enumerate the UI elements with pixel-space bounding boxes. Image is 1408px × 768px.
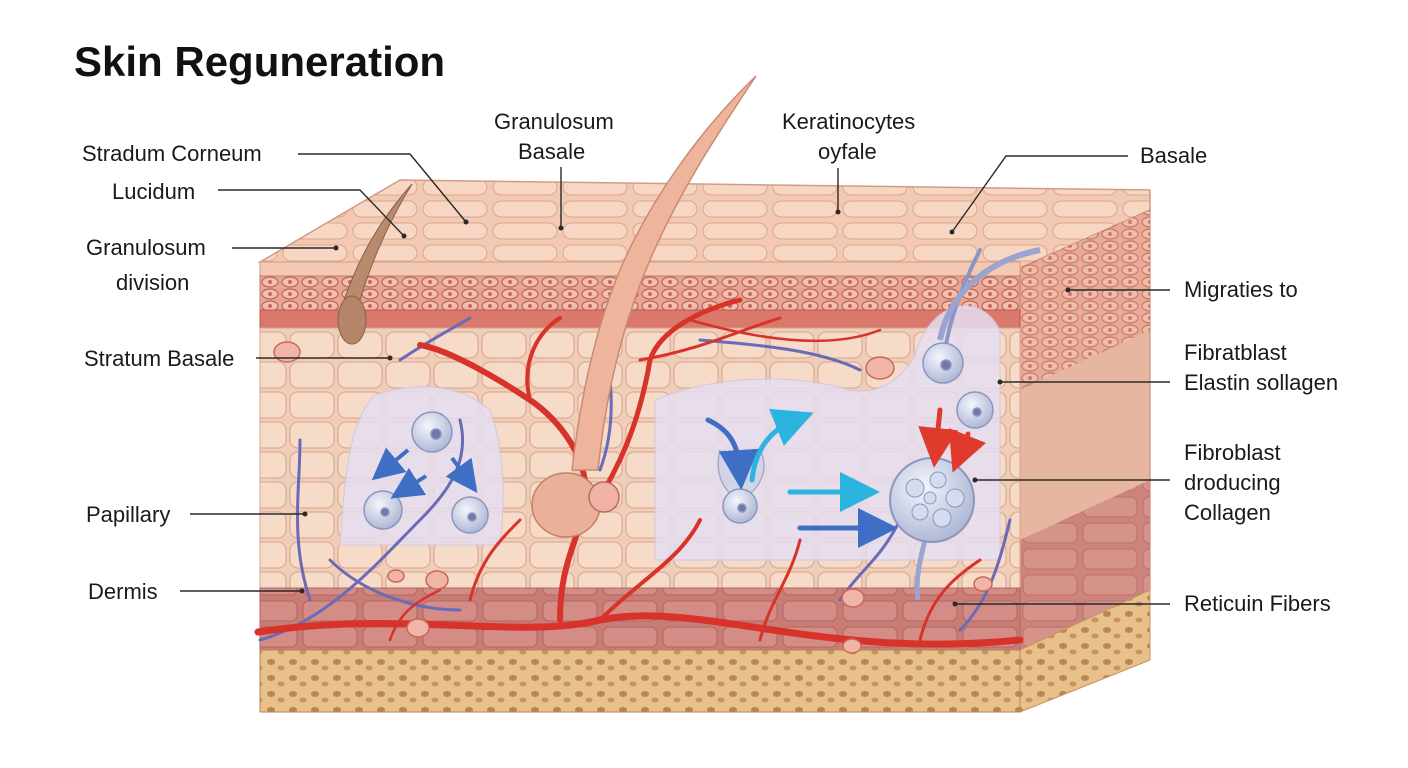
leader-lines (180, 153, 1170, 605)
skin-block (254, 75, 1151, 713)
label-stratum-basale: Stratum Basale (84, 346, 234, 371)
hair-follicle-large (531, 75, 757, 538)
label-granulosum-basale-line2: Basale (518, 139, 585, 164)
label-granulosum-division-line1: Granulosum (86, 235, 206, 260)
label-fibroblast-line1: Fibroblast (1184, 440, 1281, 465)
label-basale: Basale (1140, 143, 1207, 168)
basal-band (259, 309, 1021, 329)
hypodermis-layer (259, 649, 1021, 713)
label-dermis: Dermis (88, 579, 158, 604)
stem-cells-left (363, 411, 489, 534)
label-fibroblast-line2: droducing (1184, 470, 1281, 495)
label-granulosum-division-line2: division (116, 270, 189, 295)
label-reticuin-fibers: Reticuin Fibers (1184, 591, 1331, 616)
labels-right: Basale Migraties to Fibratblast Elastin … (1140, 143, 1338, 616)
differentiation-arrows-left (371, 447, 478, 499)
label-stradum-corneum: Stradum Corneum (82, 141, 262, 166)
hair-follicle-small (337, 183, 413, 345)
labels-left: Stradum Corneum Lucidum Granulosum divis… (82, 141, 262, 604)
blood-cells (273, 341, 993, 654)
labels-top: Granulosum Basale Keratinocytes oyfale (494, 109, 915, 164)
label-fibratblast-line2: Elastin sollagen (1184, 370, 1338, 395)
artery-network (254, 297, 1024, 648)
label-fibratblast-line1: Fibratblast (1184, 340, 1287, 365)
label-lucidum: Lucidum (112, 179, 195, 204)
migration-arrows-right (705, 407, 986, 548)
diagram-title: Skin Reguneration (74, 38, 445, 85)
leader-dots (299, 209, 1071, 607)
label-granulosum-basale-line1: Granulosum (494, 109, 614, 134)
fibroblast-collagen-cell (889, 457, 975, 601)
label-migrates-to: Migraties to (1184, 277, 1298, 302)
label-keratinocytes-line2: oyfale (818, 139, 877, 164)
label-keratinocytes-line1: Keratinocytes (782, 109, 915, 134)
label-fibroblast-line3: Collagen (1184, 500, 1271, 525)
label-papillary: Papillary (86, 502, 170, 527)
